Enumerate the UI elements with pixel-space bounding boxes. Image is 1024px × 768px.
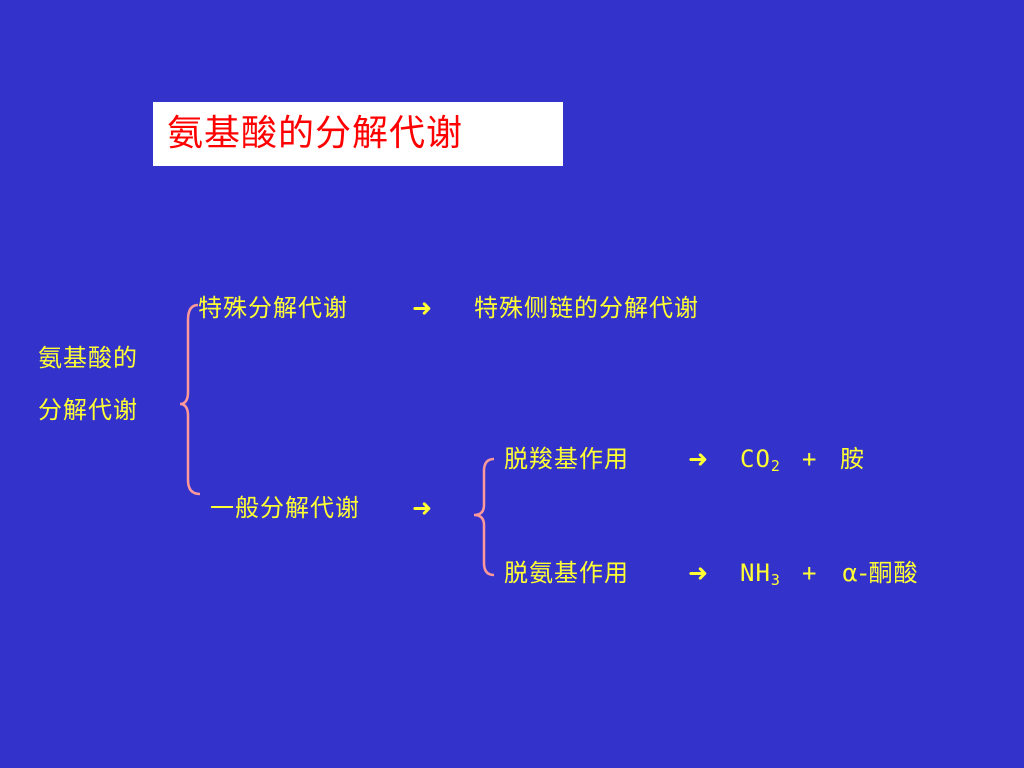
co2-subscript: 2	[770, 457, 781, 475]
deamination-label: 脱氨基作用	[504, 559, 629, 587]
root-label-line2: 分解代谢	[38, 396, 138, 424]
slide-title: 氨基酸的分解代谢	[167, 113, 464, 154]
sub-brace	[473, 457, 495, 577]
general-arrow-icon: ➜	[412, 494, 433, 522]
root-label-line1: 氨基酸的	[38, 344, 138, 372]
decarboxylation-product2: 胺	[840, 445, 865, 473]
decarboxylation-plus: +	[802, 445, 818, 473]
deamination-plus: +	[802, 559, 818, 587]
main-brace	[179, 303, 201, 496]
special-result: 特殊侧链的分解代谢	[474, 294, 699, 322]
deamination-product1: NH3	[740, 559, 781, 589]
nh3-subscript: 3	[770, 571, 781, 589]
special-arrow-icon: ➜	[412, 294, 433, 322]
title-box: 氨基酸的分解代谢	[153, 102, 563, 166]
deamination-product2: α-酮酸	[842, 559, 919, 587]
general-label: 一般分解代谢	[210, 494, 360, 522]
special-label: 特殊分解代谢	[198, 294, 348, 322]
decarboxylation-label: 脱羧基作用	[504, 445, 629, 473]
decarboxylation-product1: CO2	[740, 445, 781, 475]
decarboxylation-arrow-icon: ➜	[688, 445, 709, 473]
deamination-arrow-icon: ➜	[688, 559, 709, 587]
